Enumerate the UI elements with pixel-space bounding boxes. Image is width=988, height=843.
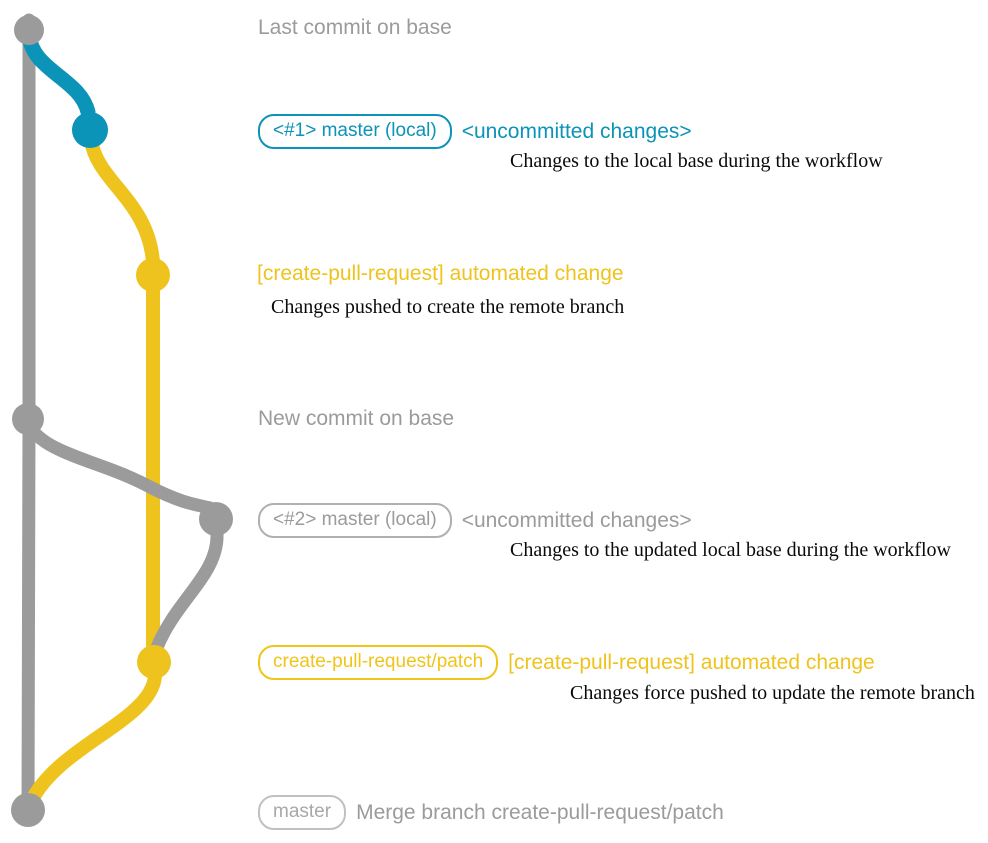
commit-node-merge[interactable]	[11, 793, 45, 827]
headline-uncommitted-changes-1: <uncommitted changes>	[461, 119, 692, 143]
spacer	[498, 662, 508, 663]
description-local-master-1: Changes to the local base during the wor…	[510, 150, 883, 172]
headline-merge-commit: Merge branch create-pull-request/patch	[356, 800, 724, 824]
row-last-commit-on-base: Last commit on base	[258, 16, 452, 40]
row-automated-change-2: create-pull-request/patch [create-pull-r…	[258, 645, 875, 680]
commit-node-remote-branch-2[interactable]	[137, 645, 171, 679]
headline-last-commit-on-base: Last commit on base	[258, 16, 452, 39]
spacer	[346, 812, 356, 813]
row-new-commit-on-base: New commit on base	[258, 407, 454, 431]
commit-node-base-head[interactable]	[14, 15, 44, 45]
row-local-master-1: <#1> master (local) <uncommitted changes…	[258, 114, 692, 149]
remote-branch-yellow-line	[84, 133, 160, 652]
commit-node-base-new[interactable]	[12, 403, 44, 435]
branch-pill-create-pull-request-patch[interactable]: create-pull-request/patch	[258, 645, 499, 680]
description-local-master-2: Changes to the updated local base during…	[510, 539, 951, 561]
spacer	[452, 520, 462, 521]
row-merge-commit: master Merge branch create-pull-request/…	[258, 795, 724, 830]
description-automated-change-2: Changes force pushed to update the remot…	[570, 682, 975, 704]
branch-pill-master[interactable]: master	[258, 795, 347, 830]
row-local-master-2: <#2> master (local) <uncommitted changes…	[258, 503, 692, 538]
branch-pill-local-master-2[interactable]: <#2> master (local)	[258, 503, 452, 538]
local-master-2-to-remote-line	[149, 526, 224, 657]
headline-new-commit-on-base: New commit on base	[258, 407, 455, 430]
row-automated-change-1: [create-pull-request] automated change	[257, 262, 624, 286]
commit-node-remote-branch-1[interactable]	[136, 258, 170, 292]
commit-node-local-master-2[interactable]	[199, 502, 233, 536]
headline-automated-change-1: [create-pull-request] automated change	[257, 262, 624, 285]
base-to-local-master-2-line	[21, 417, 217, 515]
branch-pill-local-master-1[interactable]: <#1> master (local)	[258, 114, 452, 149]
headline-automated-change-2: [create-pull-request] automated change	[508, 650, 875, 674]
commit-node-local-master-1[interactable]	[72, 112, 108, 148]
headline-uncommitted-changes-2: <uncommitted changes>	[461, 508, 692, 532]
local-branch-teal-line	[21, 25, 96, 120]
remote-to-merge-line	[25, 669, 162, 807]
spacer	[452, 131, 462, 132]
description-automated-change-1: Changes pushed to create the remote bran…	[271, 296, 625, 318]
